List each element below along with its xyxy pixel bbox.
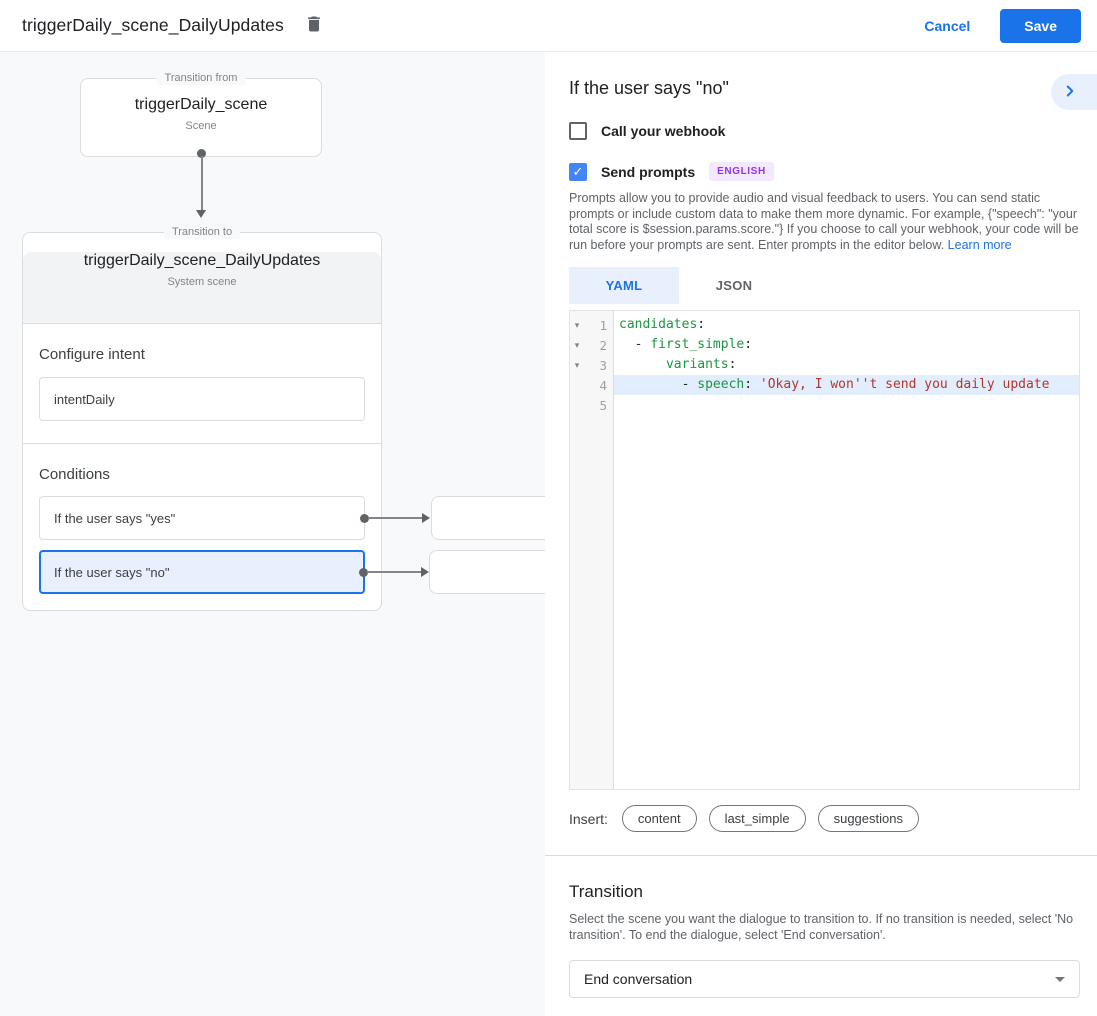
- transition-from-legend: Transition from: [156, 71, 246, 85]
- gutter-row: 5: [570, 395, 613, 415]
- gutter-row: ▾ 2: [570, 335, 613, 355]
- fold-toggle-icon[interactable]: ▾: [574, 339, 580, 350]
- send-prompts-checkbox[interactable]: ✓: [569, 162, 587, 181]
- connector-dot: [359, 567, 368, 577]
- prompts-description: Prompts allow you to provide audio and v…: [569, 191, 1080, 253]
- panel-header: If the user says "no": [569, 74, 1097, 110]
- trash-icon: [304, 14, 324, 37]
- to-scene-name: triggerDaily_scene_DailyUpdates: [83, 252, 321, 269]
- insert-label: Insert:: [569, 810, 608, 827]
- line-number: 2: [599, 337, 607, 353]
- dropdown-caret-icon: [1055, 976, 1065, 982]
- connector-arrowhead: [196, 210, 206, 218]
- language-badge: ENGLISH: [709, 162, 774, 181]
- page-title: triggerDaily_scene_DailyUpdates: [22, 15, 284, 35]
- prompts-description-text: Prompts allow you to provide audio and v…: [569, 191, 1079, 252]
- connector-line: [200, 156, 203, 212]
- connector-dot: [197, 149, 206, 158]
- cancel-button[interactable]: Cancel: [924, 17, 971, 34]
- to-scene-type: System scene: [167, 276, 237, 288]
- divider: [23, 443, 381, 444]
- from-scene-name: triggerDaily_scene: [134, 96, 268, 113]
- condition-no-target-node[interactable]: [429, 550, 545, 594]
- editor-format-tabs: YAML JSON: [569, 267, 1080, 304]
- connector-dot: [360, 513, 369, 523]
- fold-toggle-icon[interactable]: ▾: [574, 359, 580, 370]
- fold-toggle-icon[interactable]: ▾: [574, 319, 580, 330]
- condition-row-no[interactable]: If the user says "no": [39, 550, 545, 594]
- insert-row: Insert: content last_simple suggestions: [569, 805, 1080, 832]
- conditions-label: Conditions: [39, 466, 110, 483]
- intent-field[interactable]: intentDaily: [39, 377, 365, 421]
- code-line: variants:: [665, 357, 737, 372]
- gutter-row: ▾ 3: [570, 355, 613, 375]
- transition-to-node: Transition to triggerDaily_scene_DailyUp…: [22, 225, 545, 611]
- tab-json[interactable]: JSON: [715, 278, 753, 293]
- delete-button[interactable]: [304, 14, 324, 37]
- line-number: 4: [599, 377, 607, 393]
- webhook-label: Call your webhook: [601, 123, 726, 139]
- transition-select[interactable]: End conversation: [569, 960, 1080, 998]
- transition-select-value: End conversation: [584, 971, 693, 987]
- line-number: 1: [599, 317, 607, 333]
- learn-more-link[interactable]: Learn more: [947, 237, 1012, 252]
- transition-to-legend: Transition to: [163, 225, 241, 239]
- connector-arrowhead: [421, 566, 429, 577]
- configure-intent-label: Configure intent: [39, 346, 145, 363]
- webhook-row: Call your webhook: [569, 122, 1080, 140]
- save-button[interactable]: Save: [1000, 8, 1081, 43]
- connector-line: [368, 517, 424, 519]
- flow-canvas: Transition from triggerDaily_scene Scene…: [0, 52, 545, 1016]
- divider: [545, 855, 1097, 856]
- condition-yes-target-node[interactable]: [431, 496, 545, 540]
- editor-code-area[interactable]: candidates: - first_simple: variants: - …: [614, 311, 1079, 789]
- panel-title: If the user says "no": [569, 78, 729, 98]
- tab-yaml[interactable]: YAML: [569, 267, 679, 304]
- insert-content-chip[interactable]: content: [621, 805, 697, 832]
- gutter-row: 4: [570, 375, 613, 395]
- code-line: [614, 395, 1079, 415]
- send-prompts-row: ✓ Send prompts ENGLISH: [569, 162, 1080, 181]
- code-line: candidates:: [619, 317, 706, 332]
- condition-detail-panel: If the user says "no" Call your webhook …: [545, 52, 1097, 1016]
- code-line: - first_simple:: [619, 337, 753, 352]
- line-number: 5: [599, 397, 607, 413]
- editor-gutter: ▾ 1 ▾ 2 ▾ 3 4 5: [570, 311, 614, 789]
- connector-line: [367, 571, 423, 573]
- to-scene-body: Configure intent intentDaily Conditions …: [23, 346, 545, 610]
- line-number: 3: [599, 357, 607, 373]
- transition-section-title: Transition: [569, 882, 644, 901]
- condition-no-label: If the user says "no": [54, 564, 170, 580]
- transition-from-node[interactable]: Transition from triggerDaily_scene Scene: [80, 71, 322, 157]
- from-scene-type: Scene: [185, 120, 217, 132]
- webhook-checkbox[interactable]: [569, 122, 587, 140]
- gutter-row: ▾ 1: [570, 315, 613, 335]
- condition-yes-label: If the user says "yes": [54, 510, 176, 526]
- transition-description: Select the scene you want the dialogue t…: [569, 912, 1074, 942]
- chevron-right-icon: [1061, 82, 1079, 103]
- prompt-code-editor[interactable]: ▾ 1 ▾ 2 ▾ 3 4 5: [569, 310, 1080, 790]
- code-line-active: - speech: 'Okay, I won''t send you daily…: [614, 375, 1079, 395]
- send-prompts-label: Send prompts: [601, 163, 696, 180]
- condition-row-yes[interactable]: If the user says "yes": [39, 496, 545, 540]
- to-scene-header[interactable]: triggerDaily_scene_DailyUpdates System s…: [23, 252, 381, 324]
- connector-arrowhead: [422, 512, 430, 523]
- insert-last-simple-chip[interactable]: last_simple: [708, 805, 806, 832]
- collapse-panel-button[interactable]: [1051, 74, 1097, 110]
- top-bar: triggerDaily_scene_DailyUpdates Cancel S…: [0, 0, 1097, 52]
- insert-suggestions-chip[interactable]: suggestions: [817, 805, 919, 832]
